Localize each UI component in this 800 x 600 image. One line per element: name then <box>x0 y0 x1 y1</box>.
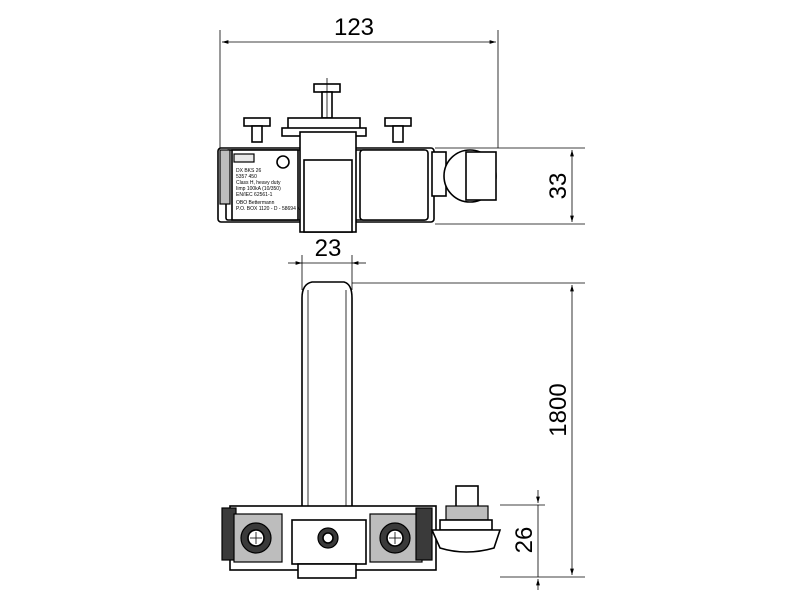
top-side-screw-left <box>243 117 271 143</box>
obo-logo <box>233 153 255 163</box>
label-line-5: EN/IEC 62561-1 <box>236 192 273 198</box>
front-tongue <box>301 281 353 521</box>
front-screw-left <box>240 522 272 554</box>
dim-1800-text: 1800 <box>545 383 572 436</box>
top-view: 123 33 DX BKS 26 535 <box>217 14 585 233</box>
terminal-washer <box>439 519 493 531</box>
label-line-1: DX BKS 26 <box>236 168 262 174</box>
label-line-6: OBO Bettermann <box>236 200 275 206</box>
label-line-4: Iimp 100kA (10/350) <box>236 186 281 192</box>
top-end-cap-left <box>219 149 231 205</box>
top-side-screw-right <box>384 117 412 143</box>
dim-23-text: 23 <box>315 235 342 262</box>
label-line-2: 5357 450 <box>236 174 257 180</box>
front-base-plate <box>297 563 357 579</box>
terminal-nut <box>445 505 489 521</box>
label-line-7: P.O. BOX 1120 - D - 58694 Menden <box>236 206 316 212</box>
terminal-frame <box>465 151 497 201</box>
dim-123-text: 123 <box>334 14 374 41</box>
label-text-block: DX BKS 26 5357 450 Class H, heavy duty I… <box>236 168 316 212</box>
front-end-cap-right <box>415 507 433 561</box>
certification-mark <box>276 155 290 169</box>
front-screw-right <box>379 522 411 554</box>
dim-26-text: 26 <box>511 527 538 554</box>
top-side-block <box>359 149 429 221</box>
label-line-3: Class H, heavy duty <box>236 180 281 186</box>
top-tongue <box>303 159 353 233</box>
dim-33-text: 33 <box>545 173 572 200</box>
terminal-saddle <box>430 529 502 553</box>
front-screw-center <box>317 527 339 549</box>
front-view: 23 1800 26 <box>221 235 585 590</box>
terminal-bolt-top <box>455 485 479 509</box>
